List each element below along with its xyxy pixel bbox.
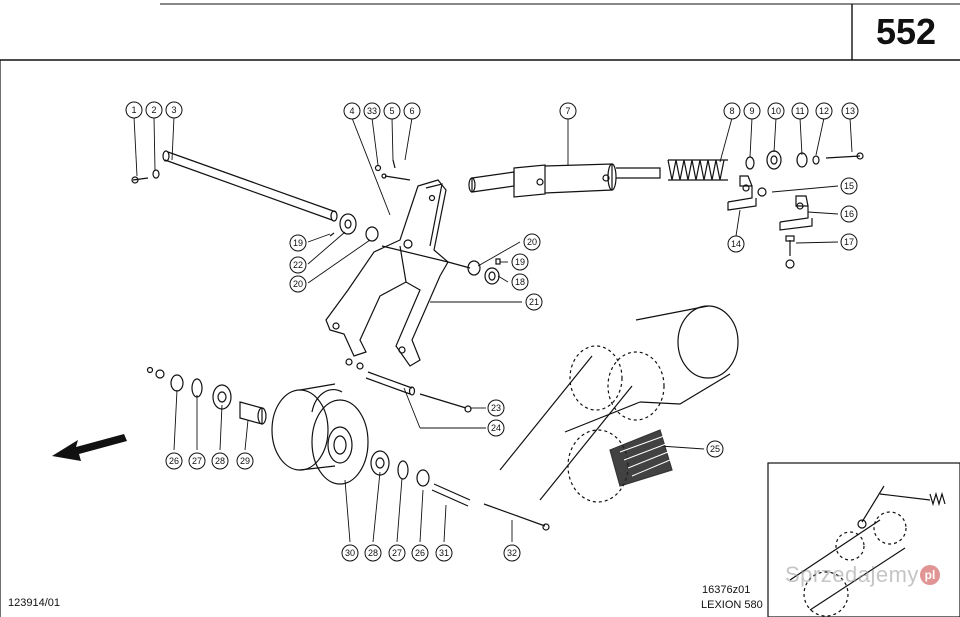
inset-overview [767, 462, 960, 617]
callout-1: 1 [131, 105, 136, 115]
callout-24: 24 [491, 423, 501, 433]
callout-25: 25 [710, 444, 720, 454]
callout-2: 2 [151, 105, 156, 115]
right-bearing-parts [370, 450, 550, 531]
upper-shaft-assembly [131, 150, 379, 242]
callout-20-right: 20 [527, 237, 537, 247]
rods-23-24 [345, 358, 472, 413]
callout-6: 6 [409, 106, 414, 116]
spring-end-parts [745, 150, 864, 170]
idler-pulley-30 [271, 383, 369, 485]
callout-7: 7 [565, 106, 570, 116]
callout-4: 4 [349, 106, 354, 116]
direction-arrow [52, 434, 127, 461]
mounting-brackets [727, 175, 813, 269]
callout-11: 11 [795, 106, 804, 116]
watermark-badge: pl [920, 565, 940, 585]
callout-19-right: 19 [515, 257, 525, 267]
callout-33: 33 [367, 106, 377, 116]
callout-30: 30 [345, 548, 355, 558]
pivot-bushing-parts [447, 258, 501, 285]
lever-arm-21 [325, 159, 449, 367]
callout-29: 29 [240, 456, 250, 466]
callout-3: 3 [171, 105, 176, 115]
callout-12: 12 [819, 106, 829, 116]
callout-27-right: 27 [392, 548, 402, 558]
leader-lines [133, 116, 853, 543]
callout-26-right: 26 [415, 548, 425, 558]
drawing-code-left: 123914/01 [8, 597, 60, 609]
drawing-code-right: 16376z01 [702, 584, 751, 596]
callout-19-left: 19 [293, 238, 303, 248]
compression-spring-8 [667, 159, 728, 181]
callout-9: 9 [749, 106, 754, 116]
watermark: Sprzedajemy [785, 562, 919, 587]
callout-17: 17 [844, 237, 854, 247]
model-label: LEXION 580 [701, 599, 763, 611]
callout-27-left: 27 [192, 456, 202, 466]
drawing-frame [0, 3, 960, 617]
left-bearing-parts [146, 366, 267, 425]
page-number: 552 [875, 11, 937, 52]
callout-18: 18 [515, 277, 525, 287]
callout-32: 32 [507, 548, 517, 558]
callout-15: 15 [844, 181, 854, 191]
callout-16: 16 [844, 209, 854, 219]
callout-31: 31 [439, 548, 449, 558]
callout-26-left: 26 [169, 456, 179, 466]
spring-adjuster-7 [468, 163, 661, 198]
callout-21: 21 [529, 297, 539, 307]
callout-23: 23 [491, 403, 501, 413]
callout-13: 13 [845, 106, 855, 116]
callout-8: 8 [729, 106, 734, 116]
callout-20-left: 20 [293, 279, 303, 289]
callout-28-left: 28 [215, 456, 225, 466]
callout-5: 5 [389, 106, 394, 116]
callout-10: 10 [771, 106, 781, 116]
callout-14: 14 [731, 239, 741, 249]
callout-28-right: 28 [368, 548, 378, 558]
drive-belt-25 [499, 305, 739, 503]
callout-22: 22 [293, 260, 303, 270]
